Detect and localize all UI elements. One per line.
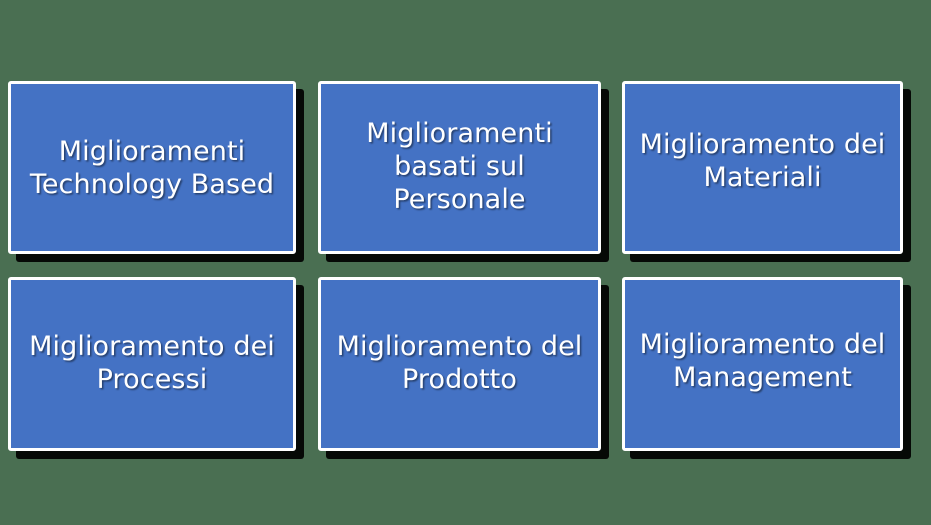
box-label: Miglioramento dei Processi bbox=[29, 331, 275, 395]
box-label: Miglioramento dei Materiali bbox=[639, 128, 886, 193]
box-label: Miglioramenti basati sul Personale bbox=[366, 118, 553, 215]
box-label: Miglioramento del Management bbox=[639, 329, 886, 393]
box-label: Miglioramenti Technology Based bbox=[29, 135, 275, 200]
box-miglioramento-del-prodotto[interactable]: Miglioramento del Prodotto bbox=[318, 277, 601, 451]
box-miglioramento-dei-processi[interactable]: Miglioramento dei Processi bbox=[8, 277, 296, 451]
box-miglioramenti-technology-based[interactable]: Miglioramenti Technology Based bbox=[8, 81, 296, 254]
box-miglioramento-del-management[interactable]: Miglioramento del Management bbox=[622, 277, 903, 451]
box-miglioramenti-basati-sul-personale[interactable]: Miglioramenti basati sul Personale bbox=[318, 81, 601, 254]
box-label: Miglioramento del Prodotto bbox=[336, 331, 583, 395]
box-miglioramento-dei-materiali[interactable]: Miglioramento dei Materiali bbox=[622, 81, 903, 254]
